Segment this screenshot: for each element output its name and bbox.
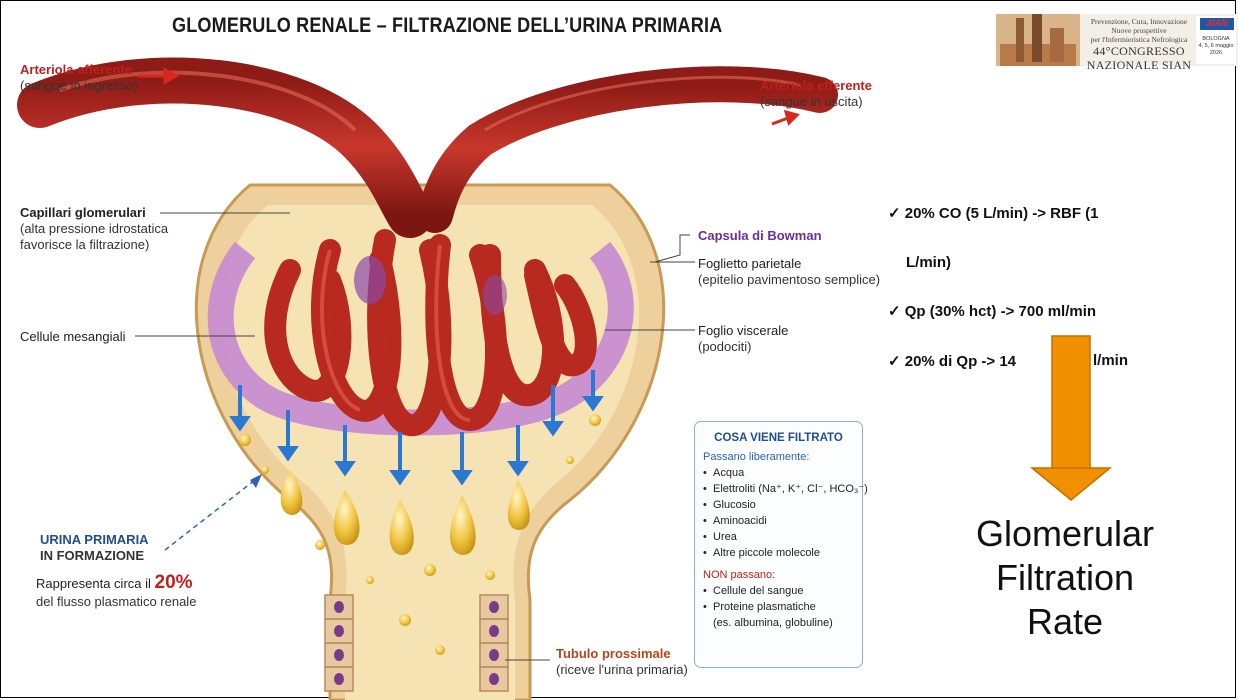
bullet-co-cont: L/min) <box>906 254 951 271</box>
bowman-label: Capsula di Bowman <box>698 228 822 244</box>
list-item: Cellule del sangue <box>703 583 854 599</box>
parietal-label: Foglietto parietale (epitelio pavimentos… <box>698 256 880 288</box>
bullet-qp: ✓ Qp (30% hct) -> 700 ml/min <box>888 302 1096 320</box>
capillaries-label: Capillari glomerulari (alta pressione id… <box>20 205 168 253</box>
bullet-gfr-unit: l/min <box>1093 352 1128 369</box>
primary-urine-label: URINA PRIMARIA IN FORMAZIONE <box>40 532 149 564</box>
afferent-label: Arteriola afferente (sangue in ingresso) <box>20 62 138 94</box>
filtration-info-box: COSA VIENE FILTRATO Passano liberamente:… <box>694 421 863 668</box>
percent-value: 20% <box>155 572 193 593</box>
infobox-free-list: Acqua Elettroliti (Na⁺, K⁺, Cl⁻, HCO₃⁻) … <box>703 465 854 561</box>
list-item: (es. albumina, globuline) <box>703 615 854 631</box>
list-item: Urea <box>703 529 854 545</box>
gfr-line1: Glomerular <box>955 512 1175 556</box>
tubule-label: Tubulo prossimale (riceve l'urina primar… <box>556 646 688 678</box>
infobox-not-heading: NON passano: <box>703 567 854 583</box>
list-item: Glucosio <box>703 497 854 513</box>
list-item: Altre piccole molecole <box>703 545 854 561</box>
list-item: Aminoacidi <box>703 513 854 529</box>
primary-urine-desc: Rappresenta circa il 20% del flusso plas… <box>36 574 196 611</box>
infobox-not-list: Cellule del sangue Proteine plasmatiche … <box>703 583 854 631</box>
bullet-co: ✓ 20% CO (5 L/min) -> RBF (1 <box>888 204 1099 222</box>
gfr-line2: Filtration <box>955 556 1175 600</box>
list-item: Elettroliti (Na⁺, K⁺, Cl⁻, HCO₃⁻) <box>703 481 854 497</box>
infobox-free-heading: Passano liberamente: <box>703 449 854 465</box>
mesangial-label: Cellule mesangiali <box>20 329 126 345</box>
primary-urine-pointer <box>165 480 255 550</box>
list-item: Acqua <box>703 465 854 481</box>
list-item: Proteine plasmatiche <box>703 599 854 615</box>
bullet-gfr: ✓ 20% di Qp -> 14 <box>888 352 1016 370</box>
infobox-title: COSA VIENE FILTRATO <box>703 430 854 446</box>
visceral-label: Foglio viscerale (podociti) <box>698 323 788 355</box>
gfr-caption: Glomerular Filtration Rate <box>955 512 1175 644</box>
gfr-line3: Rate <box>955 600 1175 644</box>
mesangial-cell <box>354 256 386 304</box>
efferent-label: Arteriola efferente (sangue in uscita) <box>760 78 872 110</box>
